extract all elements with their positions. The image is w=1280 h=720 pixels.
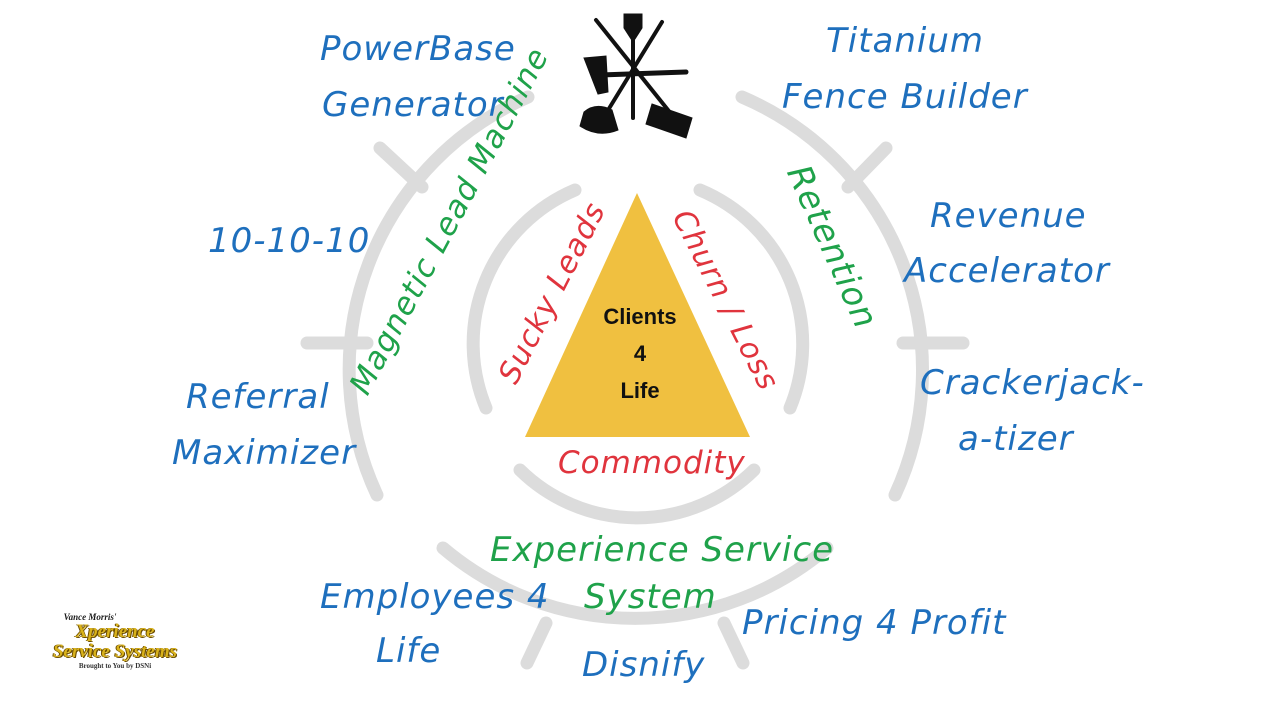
crackerjack-line1: Crackerjack- (920, 363, 1145, 403)
commodity: Commodity (558, 445, 746, 481)
tools-icon (579, 13, 693, 139)
outer-ring-arc-right (735, 90, 929, 502)
logo-tagline: Brought to You by DSNi (78, 662, 152, 670)
logo-byline: Vance Morris' (63, 612, 117, 622)
referral-maximizer-line2: Maximizer (172, 433, 357, 473)
outer-ring-tick (373, 141, 429, 194)
outer-ring-tick (717, 616, 750, 670)
ten-ten-ten: 10-10-10 (208, 221, 371, 261)
xperience-service-systems-logo: Vance Morris' Xperience Service Systems … (40, 612, 190, 692)
center-line1: Clients (603, 304, 677, 329)
logo-brand-line2: Service Systems (52, 641, 177, 662)
outer-ring-tick (520, 616, 553, 670)
outer-ring-tick (841, 141, 893, 194)
titanium-fence-builder-line2: Fence Builder (782, 77, 1028, 117)
pricing-4-profit: Pricing 4 Profit (742, 603, 1007, 643)
disnify: Disnify (582, 645, 706, 685)
center-triangle (525, 193, 750, 437)
experience-service-system-line2: System (584, 577, 717, 617)
inner-ring-arc-left (466, 183, 582, 415)
employees-4-life-line1: Employees 4 (320, 577, 550, 617)
outer-ring-arc-bottom (436, 541, 834, 625)
center-line2: 4 (633, 341, 647, 366)
center-label: Clients 4 Life (560, 298, 720, 409)
inner-ring-arc-right (693, 183, 810, 415)
referral-maximizer-line1: Referral (186, 377, 330, 417)
logo-brand-line1: Xperience (75, 621, 155, 642)
revenue-accelerator-line1: Revenue (930, 196, 1087, 236)
center-line3: Life (620, 378, 660, 403)
revenue-accelerator-line2: Accelerator (904, 251, 1110, 291)
employees-4-life-line2: Life (376, 631, 442, 671)
outer-ring-arc-left (342, 90, 535, 502)
powerbase-generator-line2: Generator (322, 85, 504, 125)
inner-ring-arc-bottom (513, 463, 761, 525)
crackerjack-line2: a-tizer (958, 419, 1074, 459)
titanium-fence-builder-line1: Titanium (826, 21, 985, 61)
powerbase-generator-line1: PowerBase (320, 29, 516, 69)
experience-service-system-line1: Experience Service (490, 530, 835, 570)
